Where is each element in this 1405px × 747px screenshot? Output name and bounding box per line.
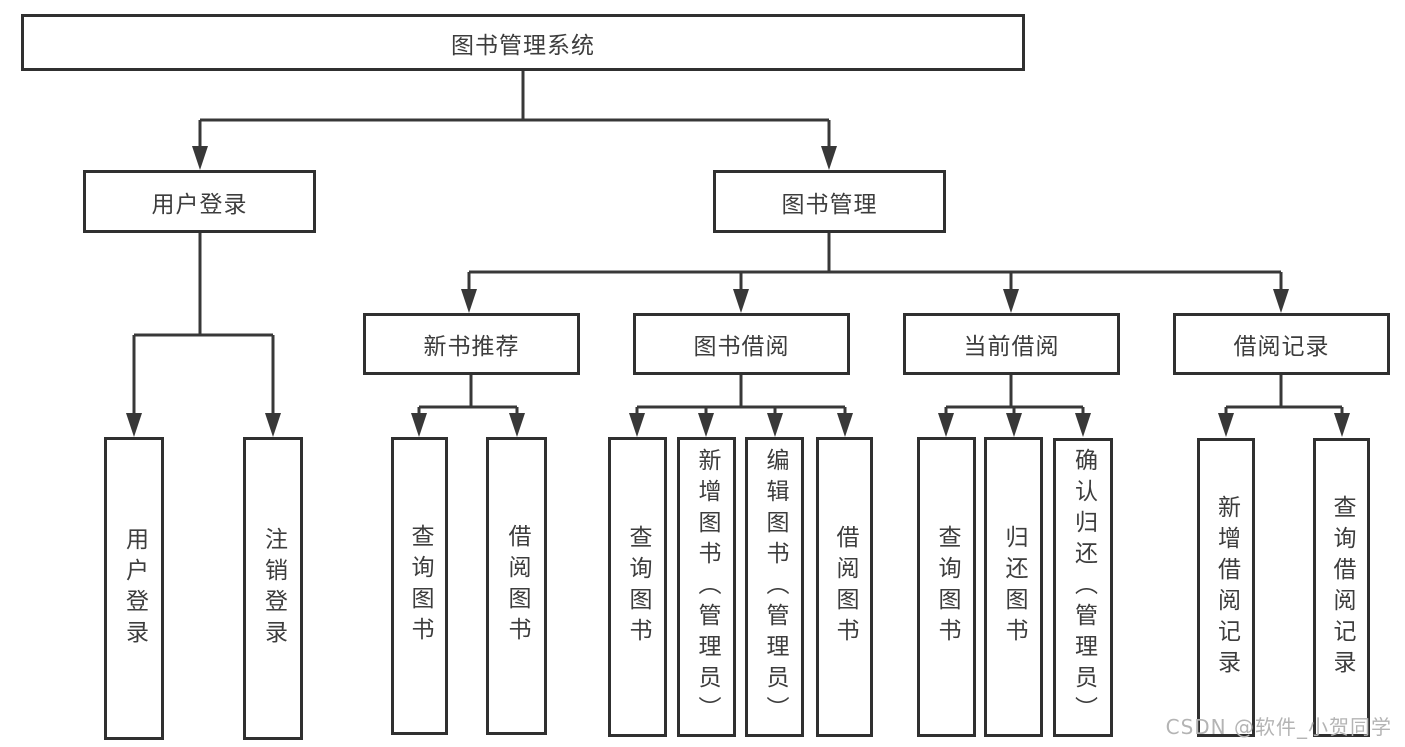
watermark-text: CSDN @软件_小贺同学 (1165, 715, 1392, 739)
node-book-management: 图书管理 (713, 170, 946, 233)
leaf-current-query-books-label: 查询图书 (934, 525, 960, 649)
leaf-current-return-books: 归还图书 (984, 437, 1043, 737)
leaf-current-confirm-return-admin-label: 确认归还（管理员） (1070, 448, 1097, 727)
node-borrowing-records: 借阅记录 (1173, 313, 1390, 375)
node-new-book-recommendation-label: 新书推荐 (423, 334, 520, 360)
leaf-borrowing-edit-books-admin: 编辑图书（管理员） (745, 437, 804, 737)
node-library-management-system-label: 图书管理系统 (451, 32, 595, 59)
node-new-book-recommendation: 新书推荐 (363, 313, 580, 375)
node-book-borrowing-label: 图书借阅 (693, 334, 790, 360)
node-library-management-system: 图书管理系统 (21, 14, 1025, 71)
leaf-borrowing-add-books-admin-label: 新增图书（管理员） (694, 447, 720, 727)
node-book-borrowing: 图书借阅 (633, 313, 850, 375)
leaf-borrowing-add-books-admin: 新增图书（管理员） (677, 437, 736, 737)
leaf-recommend-borrow-books-label: 借阅图书 (504, 524, 530, 648)
leaf-recommend-query-books: 查询图书 (391, 437, 448, 735)
leaf-borrowing-borrow-books: 借阅图书 (816, 437, 873, 737)
leaf-recommend-borrow-books: 借阅图书 (486, 437, 547, 735)
node-current-borrowing: 当前借阅 (903, 313, 1120, 375)
leaf-logout: 注销登录 (243, 437, 303, 740)
leaf-borrowing-query-books: 查询图书 (608, 437, 667, 737)
leaf-user-login-label: 用户登录 (121, 526, 148, 651)
leaf-records-add-record: 新增借阅记录 (1197, 438, 1255, 737)
leaf-records-query-record-label: 查询借阅记录 (1329, 494, 1355, 681)
leaf-current-query-books: 查询图书 (917, 437, 976, 737)
leaf-user-login: 用户登录 (104, 437, 164, 740)
node-current-borrowing-label: 当前借阅 (963, 334, 1060, 360)
leaf-current-return-books-label: 归还图书 (1001, 525, 1027, 649)
leaf-logout-label: 注销登录 (260, 526, 287, 651)
leaf-records-query-record: 查询借阅记录 (1313, 438, 1370, 737)
leaf-borrowing-borrow-books-label: 借阅图书 (832, 525, 858, 649)
node-user-login-label: 用户登录 (151, 191, 248, 218)
leaf-records-add-record-label: 新增借阅记录 (1213, 494, 1240, 681)
leaf-recommend-query-books-label: 查询图书 (407, 524, 433, 648)
leaf-borrowing-query-books-label: 查询图书 (625, 525, 651, 649)
leaf-current-confirm-return-admin: 确认归还（管理员） (1053, 438, 1113, 737)
node-borrowing-records-label: 借阅记录 (1233, 334, 1330, 360)
node-book-management-label: 图书管理 (781, 191, 878, 218)
node-user-login: 用户登录 (83, 170, 316, 233)
leaf-borrowing-edit-books-admin-label: 编辑图书（管理员） (762, 447, 788, 727)
